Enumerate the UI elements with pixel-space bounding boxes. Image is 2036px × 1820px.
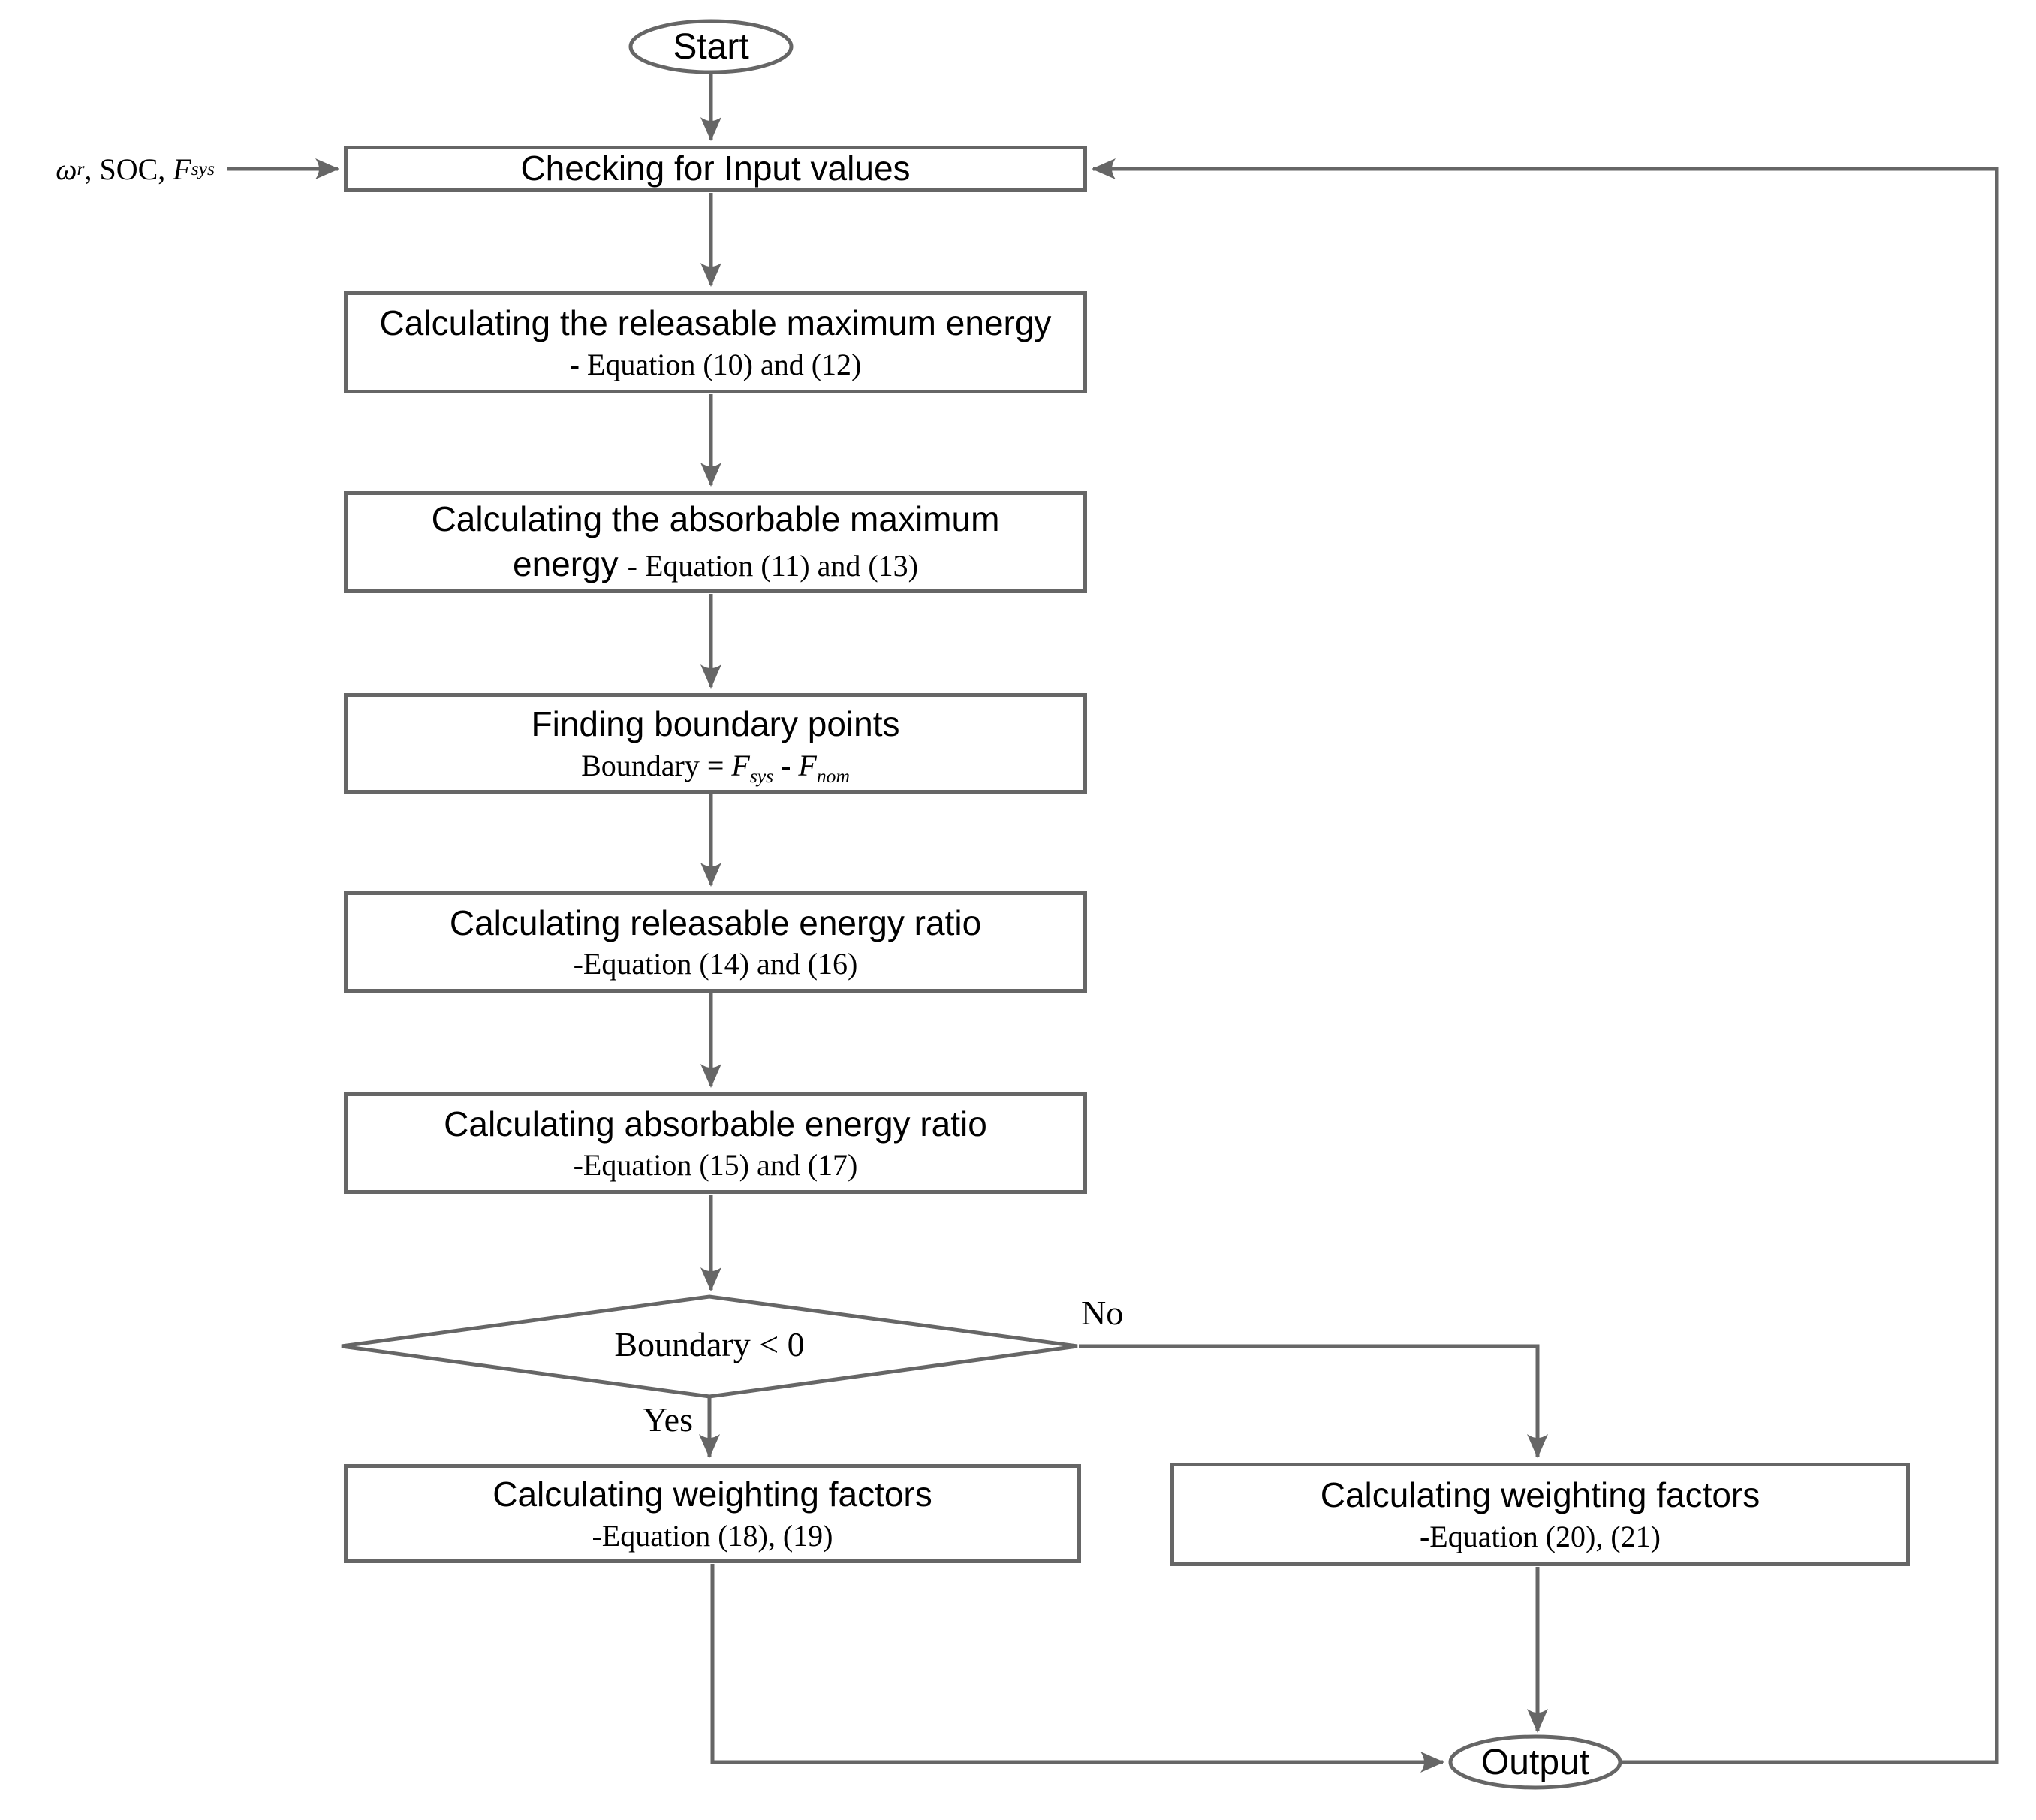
process-check-input: Checking for Input values — [344, 146, 1087, 192]
f-nom-symbol: F — [798, 748, 817, 782]
process-absorbable-energy-ratio: Calculating absorbable energy ratio -Equ… — [344, 1092, 1087, 1194]
start-ellipse — [628, 19, 794, 74]
process-title: Calculating the releasable maximum energ… — [379, 303, 1052, 343]
process-title: Calculating the absorbable maximum — [431, 499, 1000, 539]
arrow-output-feedback-to-check — [1092, 158, 1999, 1764]
process-releasable-max-energy: Calculating the releasable maximum energ… — [344, 291, 1087, 393]
arrow-weighting-yes-to-output — [710, 1564, 1444, 1773]
process-subtitle: -Equation (20), (21) — [1419, 1519, 1661, 1553]
start-label: Start — [673, 26, 749, 67]
decision-diamond — [341, 1294, 1078, 1399]
process-releasable-energy-ratio: Calculating releasable energy ratio -Equ… — [344, 891, 1087, 993]
output-ellipse — [1448, 1734, 1622, 1790]
process-finding-boundary-points: Finding boundary points Boundary = Fsys … — [344, 693, 1087, 794]
process-title-continuation: energy — [513, 544, 619, 583]
decision-no-label: No — [1081, 1294, 1124, 1332]
process-subtitle: - Equation (10) and (12) — [569, 347, 862, 381]
process-absorbable-max-energy: Calculating the absorbable maximum energ… — [344, 491, 1087, 593]
process-subtitle: -Equation (15) and (17) — [573, 1148, 858, 1183]
omega-symbol: ω — [56, 152, 77, 186]
process-weighting-factors-yes: Calculating weighting factors -Equation … — [344, 1464, 1081, 1563]
arrow-decision-no — [1079, 1344, 1548, 1458]
output-terminal: Output — [1455, 1738, 1616, 1786]
decision-condition: Boundary < 0 — [614, 1325, 805, 1363]
process-title: Finding boundary points — [531, 704, 900, 744]
process-subtitle: -Equation (14) and (16) — [573, 947, 858, 981]
f-nom-subscript: nom — [816, 764, 850, 787]
boundary-formula: Boundary = Fsys - Fnom — [581, 747, 850, 785]
process-subtitle: -Equation (18), (19) — [592, 1518, 833, 1553]
process-title: Checking for Input values — [520, 149, 911, 188]
f-sys-subscript: sys — [749, 764, 774, 787]
decision-yes-label: Yes — [643, 1400, 693, 1439]
input-soc-text: , SOC, — [84, 152, 173, 186]
process-title-line2: energy - Equation (11) and (13) — [513, 542, 918, 587]
process-title: Calculating weighting factors — [492, 1475, 932, 1514]
output-label: Output — [1480, 1742, 1590, 1782]
process-title: Calculating releasable energy ratio — [449, 902, 982, 942]
process-weighting-factors-no: Calculating weighting factors -Equation … — [1170, 1463, 1910, 1566]
start-terminal: Start — [631, 23, 791, 71]
f-sys-symbol: F — [731, 748, 750, 782]
formula-prefix: Boundary = — [581, 748, 732, 782]
process-title: Calculating weighting factors — [1320, 1475, 1760, 1515]
formula-operator: - — [773, 748, 799, 782]
f-sys-symbol: F — [173, 152, 191, 186]
process-subtitle: - Equation (11) and (13) — [627, 549, 918, 583]
process-title: Calculating absorbable energy ratio — [444, 1104, 987, 1144]
